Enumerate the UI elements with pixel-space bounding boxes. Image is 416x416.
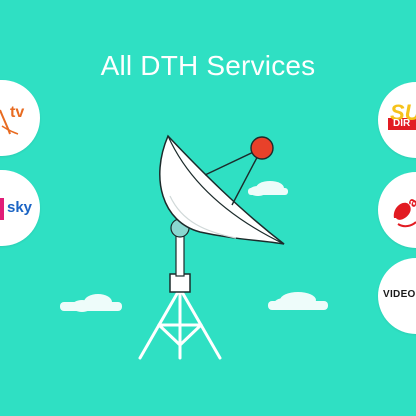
cloud-icon — [248, 181, 288, 196]
provider-label: VIDEOC — [383, 289, 416, 300]
dish-bowl — [159, 134, 285, 245]
provider-airtel[interactable]: a — [378, 172, 416, 248]
provider-label: SU — [390, 100, 416, 125]
dish-mount — [169, 273, 191, 293]
sun-direct-logo-icon — [388, 118, 416, 130]
cloud-icon — [60, 294, 122, 312]
dish-lnb — [250, 136, 274, 160]
provider-dish-tv[interactable]: tv — [0, 80, 40, 156]
provider-label: sky — [7, 199, 33, 216]
provider-sublabel: DIR — [393, 118, 411, 129]
page-title: All DTH Services — [100, 50, 316, 81]
provider-tata-sky[interactable]: sky — [0, 170, 40, 246]
provider-sun-direct[interactable]: SU DIR — [378, 82, 416, 158]
dish-tv-logo-icon — [0, 109, 19, 135]
cloud-icon — [268, 292, 328, 310]
dish-rim — [167, 135, 285, 245]
tata-sky-logo-icon — [0, 198, 4, 220]
provider-label: tv — [10, 104, 25, 121]
airtel-logo-icon — [393, 202, 416, 228]
dish-tripod — [138, 290, 222, 360]
